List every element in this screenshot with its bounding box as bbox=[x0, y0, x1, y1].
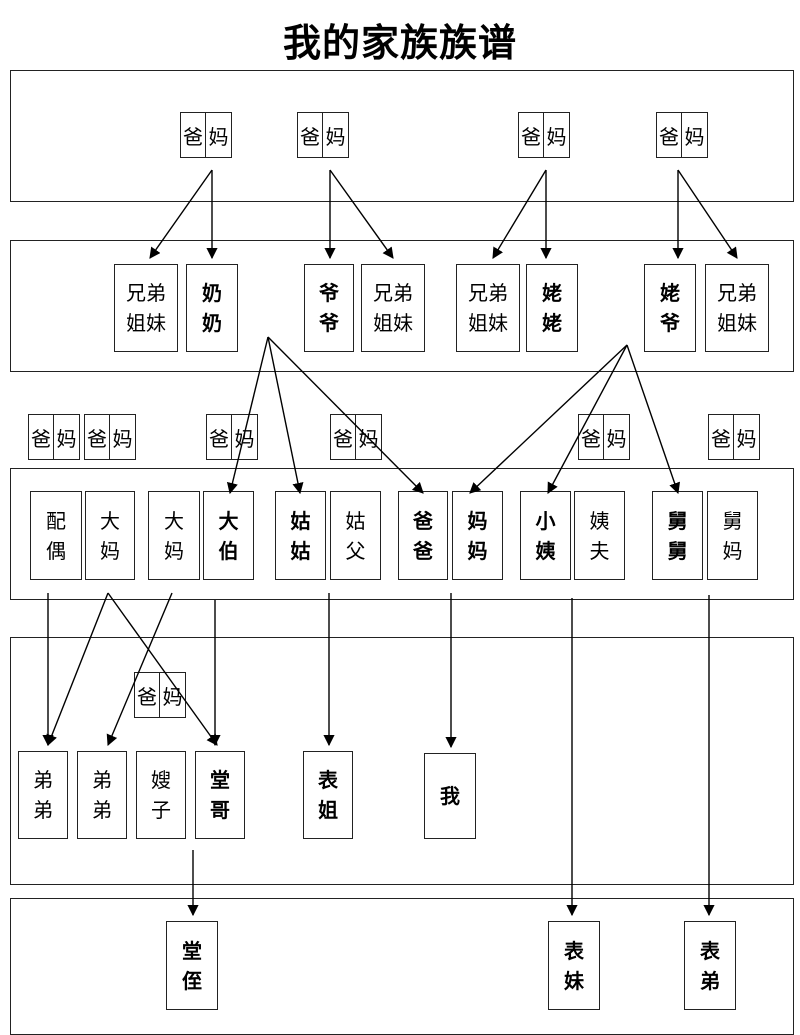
biaojie-box: 表 姐 bbox=[303, 751, 353, 839]
mother-label: 妈 bbox=[604, 414, 630, 460]
father-label: 爸 bbox=[206, 414, 232, 460]
father-label: 爸 bbox=[84, 414, 110, 460]
dama-box: 大 妈 bbox=[148, 491, 200, 580]
father-label: 爸 bbox=[578, 414, 604, 460]
page-title: 我的家族族谱 bbox=[282, 21, 517, 65]
yeye-box: 爷 爷 bbox=[304, 264, 354, 352]
dabo-box: 大 伯 bbox=[203, 491, 254, 580]
wo-box: 我 bbox=[424, 753, 476, 839]
didi-box: 弟 弟 bbox=[18, 751, 68, 839]
mother-label: 妈 bbox=[206, 112, 232, 158]
mother-label: 妈 bbox=[160, 672, 186, 718]
generation-5-band bbox=[10, 898, 794, 1035]
parent-pair: 爸妈 bbox=[28, 414, 80, 460]
mother-label: 妈 bbox=[110, 414, 136, 460]
yifu-box: 姨 夫 bbox=[574, 491, 625, 580]
waigong-siblings-box: 兄弟 姐妹 bbox=[705, 264, 769, 352]
parent-pair: 爸妈 bbox=[518, 112, 570, 158]
didi-box: 弟 弟 bbox=[77, 751, 127, 839]
father-label: 爸 bbox=[297, 112, 323, 158]
mother-label: 妈 bbox=[356, 414, 382, 460]
generation-4-band bbox=[10, 637, 794, 885]
father-label: 爸 bbox=[330, 414, 356, 460]
father-label: 爸 bbox=[708, 414, 734, 460]
grandmother-siblings-box: 兄弟 姐妹 bbox=[361, 264, 425, 352]
parent-pair: 爸妈 bbox=[708, 414, 760, 460]
biaomei-box: 表 妹 bbox=[548, 921, 600, 1010]
biaodi-box: 表 弟 bbox=[684, 921, 736, 1010]
parent-pair: 爸妈 bbox=[656, 112, 708, 158]
tangzhi-box: 堂 侄 bbox=[166, 921, 218, 1010]
gufu-box: 姑 父 bbox=[330, 491, 381, 580]
mother-label: 妈 bbox=[544, 112, 570, 158]
parent-pair: 爸妈 bbox=[134, 672, 186, 718]
mother-label: 妈 bbox=[323, 112, 349, 158]
nainai-box: 奶 奶 bbox=[186, 264, 238, 352]
mama-box: 妈 妈 bbox=[452, 491, 503, 580]
waipo-siblings-box: 兄弟 姐妹 bbox=[456, 264, 520, 352]
baba-box: 爸 爸 bbox=[398, 491, 448, 580]
parent-pair: 爸妈 bbox=[330, 414, 382, 460]
father-label: 爸 bbox=[134, 672, 160, 718]
grandfather-siblings-box: 兄弟 姐妹 bbox=[114, 264, 178, 352]
parent-pair: 爸妈 bbox=[206, 414, 258, 460]
jiuma-box: 舅 妈 bbox=[707, 491, 758, 580]
parent-pair: 爸妈 bbox=[297, 112, 349, 158]
mother-label: 妈 bbox=[682, 112, 708, 158]
dama-box: 大 妈 bbox=[85, 491, 135, 580]
laoye-box: 姥 爷 bbox=[644, 264, 696, 352]
mother-label: 妈 bbox=[54, 414, 80, 460]
parent-pair: 爸妈 bbox=[180, 112, 232, 158]
gugu-box: 姑 姑 bbox=[275, 491, 326, 580]
tangge-box: 堂 哥 bbox=[195, 751, 245, 839]
laolao-box: 姥 姥 bbox=[526, 264, 578, 352]
peiou-box: 配 偶 bbox=[30, 491, 82, 580]
father-label: 爸 bbox=[28, 414, 54, 460]
father-label: 爸 bbox=[180, 112, 206, 158]
mother-label: 妈 bbox=[232, 414, 258, 460]
parent-pair: 爸妈 bbox=[84, 414, 136, 460]
father-label: 爸 bbox=[518, 112, 544, 158]
xiaoyi-box: 小 姨 bbox=[520, 491, 571, 580]
jiujiu-box: 舅 舅 bbox=[652, 491, 703, 580]
father-label: 爸 bbox=[656, 112, 682, 158]
saozi-box: 嫂 子 bbox=[136, 751, 186, 839]
parent-pair: 爸妈 bbox=[578, 414, 630, 460]
mother-label: 妈 bbox=[734, 414, 760, 460]
